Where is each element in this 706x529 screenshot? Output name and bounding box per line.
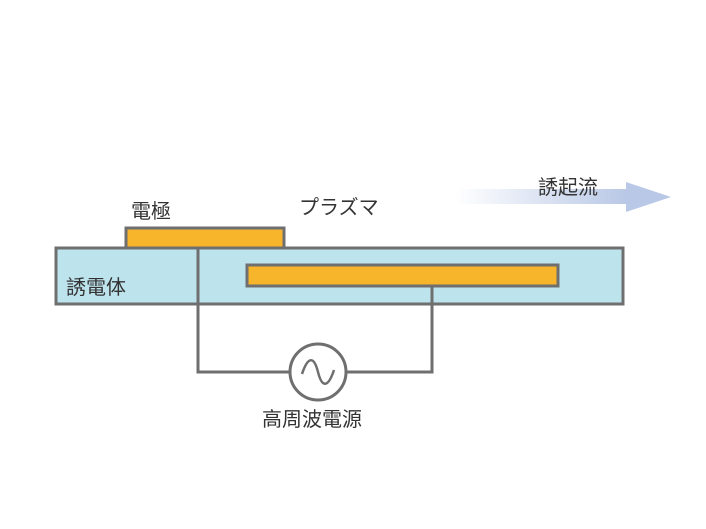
rf-power-label: 高周波電源 [262, 407, 362, 431]
plasma-region [205, 190, 615, 248]
wire-right [347, 286, 434, 374]
induced-flow-label: 誘起流 [538, 175, 598, 199]
ac-source-icon [288, 342, 348, 402]
exposed-electrode [124, 226, 286, 250]
dielectric-label: 誘電体 [66, 275, 126, 299]
electrode-label: 電極 [131, 199, 171, 223]
wire-left [196, 248, 290, 374]
induced-flow-arrow [455, 182, 671, 212]
buried-electrode [245, 263, 560, 288]
plasma-label: プラズマ [299, 195, 379, 219]
